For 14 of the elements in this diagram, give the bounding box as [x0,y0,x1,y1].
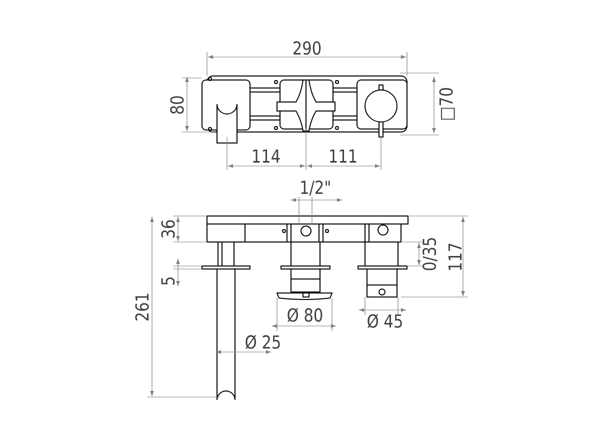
dimension-text: Ø 45 [368,314,402,328]
dimension-text: □70 [439,88,455,120]
dimension-text: 290 [294,41,321,55]
dimension-text: 1/2" [301,180,330,196]
dimension-text: 36 [161,220,175,238]
dimension-text: 0/35 [422,238,438,270]
dimension-text: 114 [253,149,280,163]
dimension-text: 117 [448,244,462,270]
dimension-text: Ø 80 [288,308,322,322]
dimension-text: 80 [170,96,184,114]
dimension-text: Ø 25 [246,334,280,350]
dimension-text: 5 [161,277,175,285]
dimension-text: 261 [135,294,149,320]
dimension-text: 111 [330,149,356,163]
